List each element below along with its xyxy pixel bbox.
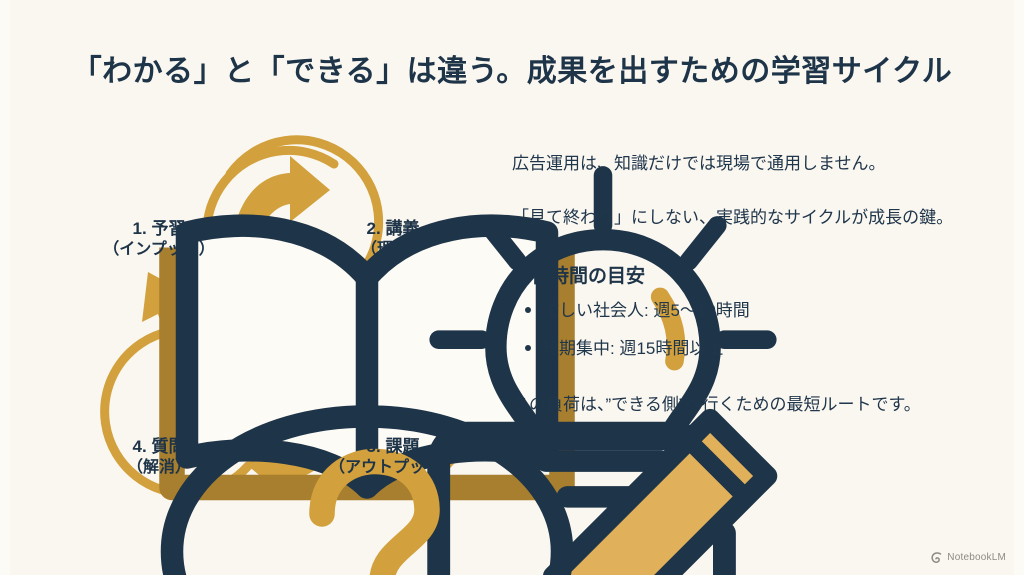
cycle-ring-2 <box>202 146 348 319</box>
notebooklm-logo-icon <box>931 552 942 563</box>
list-item: 短期集中: 週15時間以上 <box>525 336 992 362</box>
cycle-arrow-4-to-1 <box>142 272 214 358</box>
learning-cycle-diagram: 1. 予習 （インプット） 2. 講義 （理解） 3. 課題 （アウトプット） … <box>62 118 778 575</box>
notebooklm-label: NotebookLM <box>947 552 1006 563</box>
left-edge-band <box>0 0 10 575</box>
list-item: 忙しい社会人: 週5〜10時間 <box>525 298 992 324</box>
study-time-list: 忙しい社会人: 週5〜10時間 短期集中: 週15時間以上 <box>512 298 992 363</box>
right-edge-band <box>1014 0 1024 575</box>
closing-paragraph: この負荷は、”できる側”へ行くための最短ルートです。 <box>512 394 921 414</box>
cycle-ring-3 <box>302 345 476 494</box>
cycle-graphic <box>100 135 476 499</box>
cycle-ring-4 <box>100 325 253 499</box>
cycle-arrow-3-to-4 <box>246 416 338 498</box>
cycle-arrow-1-to-2 <box>238 156 330 238</box>
section-heading-study-time: 学習時間の目安 <box>512 266 646 288</box>
notebooklm-watermark: NotebookLM <box>931 552 1006 563</box>
intro-paragraph-1: 広告運用は、知識だけでは現場で通用しません。 <box>512 154 886 173</box>
cycle-arrow-2-to-3 <box>362 286 434 376</box>
intro-paragraph-2: 「見て終わり」にしない、実践的なサイクルが成長の鍵。 <box>512 207 954 227</box>
page-title: 「わかる」と「できる」は違う。成果を出すための学習サイクル <box>71 55 953 88</box>
content-column: 広告運用は、知識だけでは現場で通用しません。 「見て終わり」にしない、実践的なサ… <box>512 150 992 418</box>
